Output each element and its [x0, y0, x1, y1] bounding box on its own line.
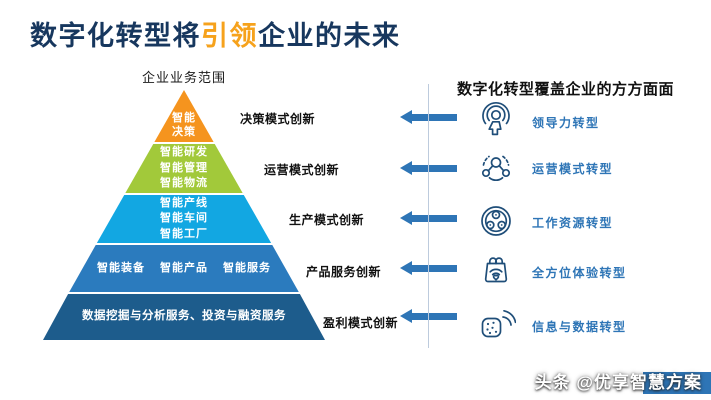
pyramid-level-text: 智能产线 — [160, 196, 208, 209]
page-title: 数字化转型将引领企业的未来 — [30, 14, 401, 53]
pyramid-level-text: 智能物流 — [160, 177, 208, 190]
right-item-label-data: 信息与数据转型 — [532, 320, 627, 334]
right-item-label-leadership: 领导力转型 — [532, 116, 600, 130]
arrow-head — [400, 309, 412, 323]
business-scope-pyramid: 智能 决策 智能研发 智能管理 智能物流 智能产线 智能车间 智能工厂 智能装备… — [43, 90, 325, 340]
shopping-bag-wifi-icon — [476, 249, 516, 291]
arrow-head — [400, 211, 412, 225]
pyramid-level-text: 智能产品 — [160, 261, 208, 274]
pyramid-level-text: 智能管理 — [160, 161, 208, 174]
arrow-head — [400, 161, 412, 175]
right-item-label-operations: 运营模式转型 — [532, 162, 614, 176]
innovation-label-product-service: 产品服务创新 — [306, 265, 382, 279]
pyramid-level-text: 智能车间 — [160, 212, 208, 225]
innovation-label-profit: 盈利模式创新 — [323, 316, 399, 330]
title-highlight: 引领 — [201, 21, 258, 51]
arrow-bar — [410, 113, 457, 121]
arrow-bar — [410, 312, 457, 320]
watermark-background — [643, 372, 711, 394]
pyramid-level-smart-products: 智能装备 智能产品 智能服务 — [69, 245, 299, 292]
pyramid-level-text: 智能研发 — [160, 146, 208, 159]
left-arrow-icon — [400, 110, 457, 124]
right-item-label-experience: 全方位体验转型 — [532, 266, 627, 280]
right-panel-heading: 数字化转型覆盖企业的方方面面 — [457, 81, 675, 98]
pyramid-level-text: 智能工厂 — [160, 227, 208, 240]
arrow-bar — [410, 214, 457, 222]
right-item-label-work-resources: 工作资源转型 — [532, 216, 614, 230]
watermark-text: 头条 @优享智慧方案 — [534, 373, 702, 392]
innovation-label-decision: 决策模式创新 — [240, 112, 316, 126]
pyramid-level-text: 决策 — [172, 125, 196, 138]
pyramid-level-text: 数据挖掘与分析服务、投资与融资服务 — [82, 310, 286, 323]
arrow-head — [400, 261, 412, 275]
data-signal-icon — [476, 302, 517, 344]
left-arrow-icon — [400, 309, 457, 323]
pyramid-level-smart-factory: 智能产线 智能车间 智能工厂 — [96, 195, 272, 243]
arrow-bar — [410, 164, 457, 172]
pyramid-level-text: 智能服务 — [223, 261, 271, 274]
left-arrow-icon — [400, 261, 457, 275]
pyramid-level-text: 智能装备 — [97, 261, 145, 274]
pyramid-level-text: 智能 — [172, 112, 196, 124]
vertical-divider — [428, 84, 429, 348]
title-prefix: 数字化转型将 — [30, 21, 201, 51]
left-arrow-icon — [400, 211, 457, 225]
pyramid-level-data-services: 数据挖掘与分析服务、投资与融资服务 — [43, 294, 325, 340]
network-icon — [476, 146, 516, 188]
left-arrow-icon — [400, 161, 457, 175]
gears-circle-icon — [476, 200, 516, 242]
arrow-bar — [410, 264, 457, 272]
innovation-label-production: 生产模式创新 — [289, 213, 365, 227]
leadership-icon — [476, 100, 516, 142]
title-suffix: 企业的未来 — [258, 21, 401, 51]
innovation-label-operation: 运营模式创新 — [264, 163, 340, 177]
pyramid-caption: 企业业务范围 — [142, 70, 227, 85]
arrow-head — [400, 110, 412, 124]
